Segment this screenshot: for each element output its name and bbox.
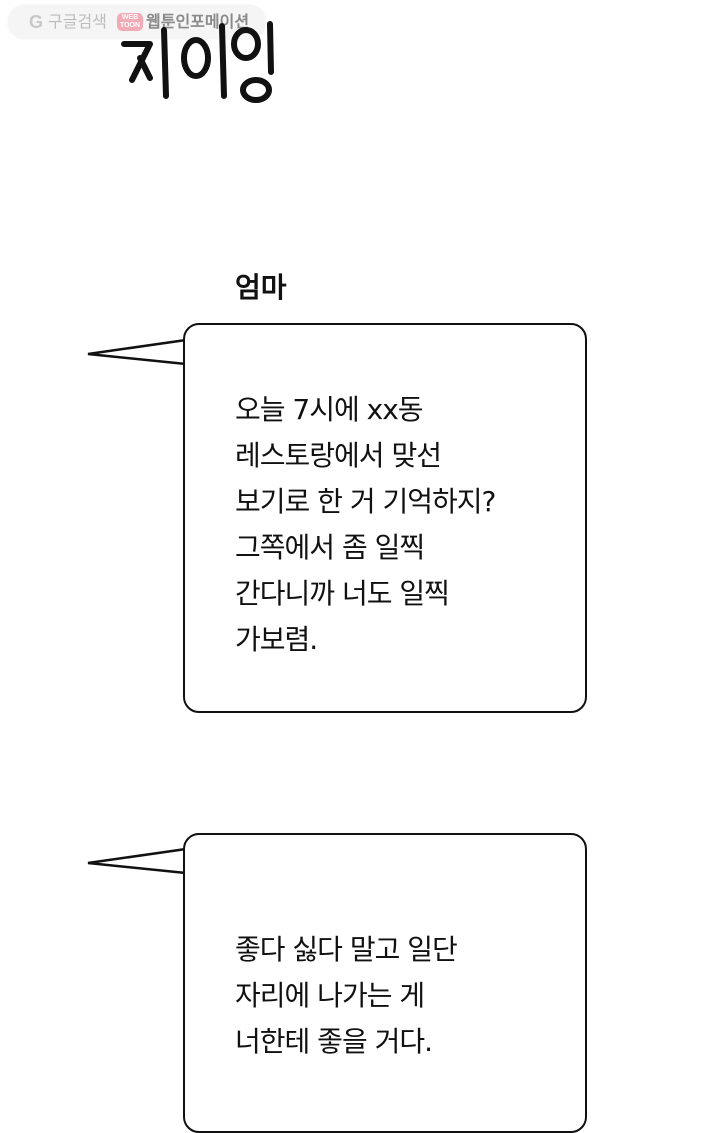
- dialogue-line: 가보렴.: [235, 623, 318, 656]
- dialogue-line: 간다니까 너도 일찍: [235, 577, 450, 610]
- dialogue-line: 좋다 싫다 말고 일단: [235, 933, 458, 966]
- dialogue-line: 보기로 한 거 기억하지?: [235, 485, 496, 518]
- handwritten-sound-effect-icon: [121, 21, 274, 103]
- dialogue-text: 좋다 싫다 말고 일단 자리에 나가는 게 너한테 좋을 거다.: [235, 927, 458, 1065]
- dialogue-line: 너한테 좋을 거다.: [235, 1025, 433, 1058]
- google-search-label[interactable]: 구글검색: [48, 12, 107, 31]
- speech-bubble-tail: [87, 847, 187, 875]
- speaker-name: 엄마: [235, 271, 287, 304]
- speech-bubble: 오늘 7시에 xx동 레스토랑에서 맞선 보기로 한 거 기억하지? 그쪽에서 …: [183, 323, 587, 713]
- dialogue-text: 오늘 7시에 xx동 레스토랑에서 맞선 보기로 한 거 기억하지? 그쪽에서 …: [235, 387, 496, 663]
- dialogue-line: 오늘 7시에 xx동: [235, 393, 424, 426]
- google-g-icon: G: [28, 12, 43, 32]
- webtoon-logo-icon: WEB TOON: [117, 13, 143, 31]
- speech-bubble-tail: [87, 338, 187, 366]
- speech-bubble: 좋다 싫다 말고 일단 자리에 나가는 게 너한테 좋을 거다.: [183, 833, 587, 1133]
- dialogue-line: 그쪽에서 좀 일찍: [235, 531, 425, 564]
- dialogue-line: 레스토랑에서 맞선: [235, 439, 442, 472]
- dialogue-line: 자리에 나가는 게: [235, 979, 425, 1012]
